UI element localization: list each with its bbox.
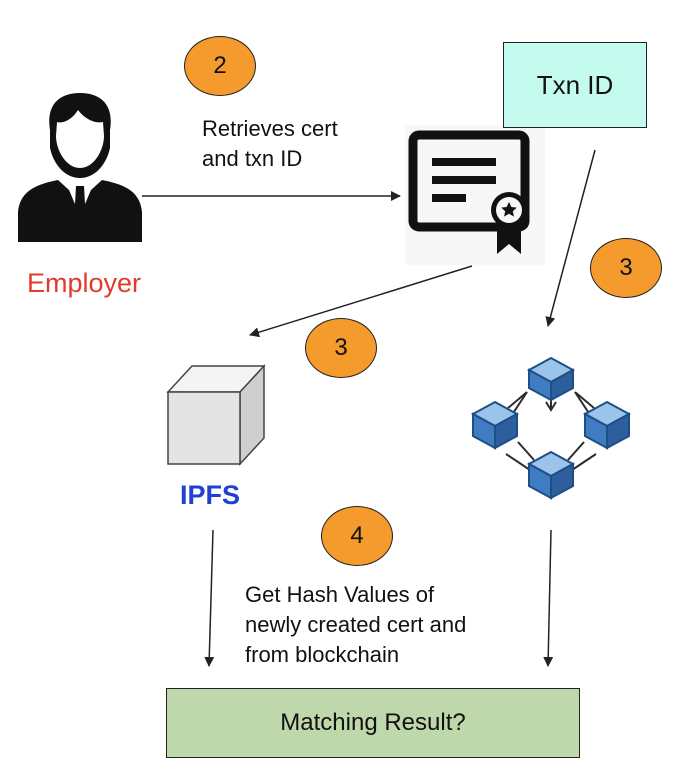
step-badge-4: 4 [321, 506, 393, 566]
hash-line-2: newly created cert and [245, 612, 467, 637]
hash-line-3: from blockchain [245, 642, 400, 667]
arrow-cert-to-ipfs [249, 265, 473, 338]
hash-line-1: Get Hash Values of [245, 582, 435, 607]
step-badge-3-blockchain: 3 [590, 238, 662, 298]
step-badge-2: 2 [184, 36, 256, 96]
employer-label: Employer [27, 268, 142, 298]
ipfs-label: IPFS [180, 480, 241, 510]
arrow-txn-to-blockchain [545, 149, 596, 327]
retrieves-line-2: and txn ID [202, 146, 303, 171]
step-badge-3-ipfs: 3 [305, 318, 377, 378]
txn-id-box: Txn ID [503, 42, 647, 128]
arrow-ipfs-to-result [204, 529, 215, 667]
retrieves-label: Retrieves cert and txn ID [202, 114, 338, 174]
arrow-blockchain-to-result [543, 529, 554, 667]
retrieves-line-1: Retrieves cert [202, 116, 338, 141]
hash-description: Get Hash Values of newly created cert an… [245, 580, 466, 670]
matching-result-box: Matching Result? [166, 688, 580, 758]
